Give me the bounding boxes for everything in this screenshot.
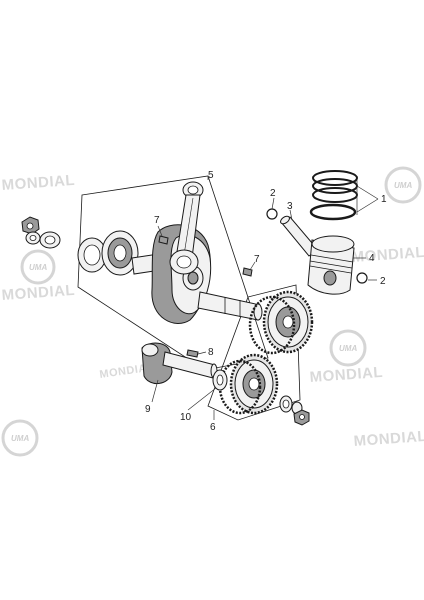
right-washer-nut-group [279, 395, 310, 426]
piston [307, 235, 355, 295]
watermark-brand-text: MONDIAL [353, 428, 424, 450]
svg-text:UMA: UMA [11, 434, 29, 443]
watermark-logo: UMA [20, 249, 56, 285]
gear-group-frame [207, 284, 301, 421]
leader-lines [151, 176, 379, 420]
piston-pin-circlip [266, 208, 278, 220]
left-nut-washer-group [21, 216, 61, 249]
upper-gear [248, 290, 314, 355]
woodruff-key [158, 235, 169, 245]
left-main-bearing [77, 230, 139, 276]
callout-6: 6 [210, 422, 216, 433]
callout-4: 4 [369, 253, 375, 264]
lower-gear [218, 353, 279, 415]
watermark-layer: MONDIAL MONDIAL MONDIAL MONDIAL MONDIAL … [1, 166, 424, 457]
connecting-rod [169, 181, 204, 275]
balance-shaft-key [186, 349, 199, 358]
callout-9: 9 [145, 404, 151, 415]
woodruff-key [242, 267, 253, 277]
callout-3: 3 [287, 201, 293, 212]
piston-pin-circlip [356, 272, 368, 284]
callout-labels: 1 2 2 3 4 5 6 7 7 8 9 10 [145, 170, 387, 433]
callout-8: 8 [208, 347, 214, 358]
svg-text:UMA: UMA [394, 181, 412, 190]
watermark-logo: UMA [1, 419, 39, 457]
callout-5: 5 [208, 170, 214, 181]
svg-text:UMA: UMA [339, 344, 357, 353]
balance-shaft-washer [212, 369, 228, 391]
balance-shaft [141, 342, 218, 384]
callout-7: 7 [254, 254, 260, 265]
callout-10: 10 [180, 412, 192, 423]
watermark-logo: UMA [329, 329, 367, 367]
svg-text:UMA: UMA [29, 263, 47, 272]
callout-1: 1 [381, 194, 387, 205]
watermark-brand-text: MONDIAL [309, 364, 384, 386]
callout-2: 2 [380, 276, 386, 287]
watermark-brand-text: MONDIAL [1, 172, 76, 194]
callout-2: 2 [270, 188, 276, 199]
watermark-brand-text: MONDIAL [351, 244, 424, 266]
piston-rings [309, 170, 358, 221]
watermark-brand-text: MONDIAL [1, 282, 76, 304]
callout-7: 7 [154, 215, 160, 226]
watermark-logo: UMA [384, 166, 422, 204]
